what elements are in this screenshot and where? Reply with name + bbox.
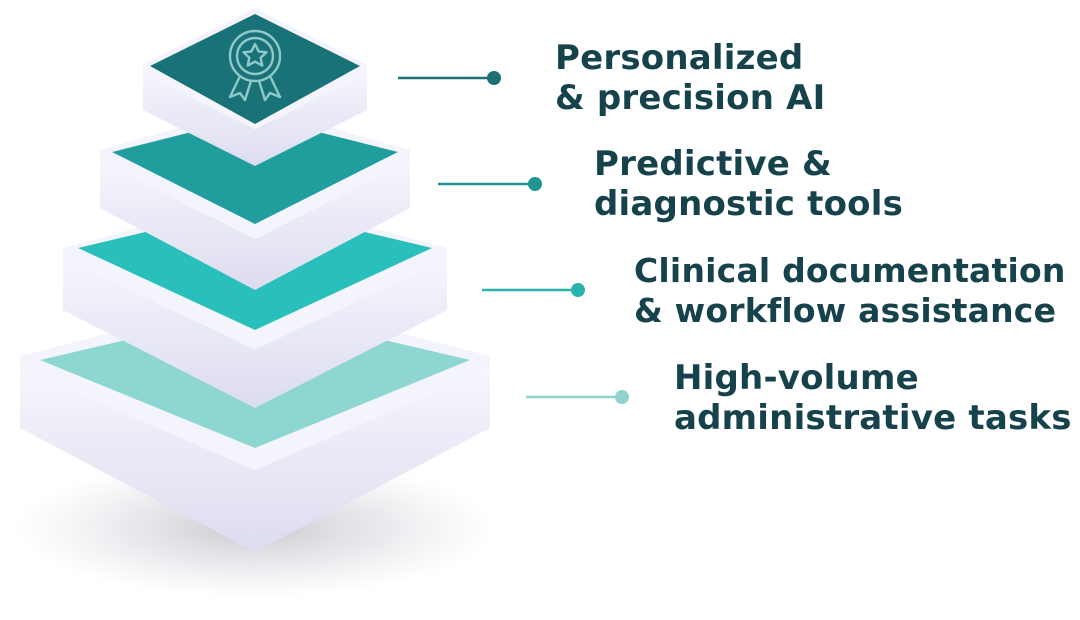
tier-2-label: Predictive & diagnostic tools — [594, 144, 903, 224]
tier-2-label-line2: diagnostic tools — [594, 184, 904, 224]
tier-1-label-line1: Personalized — [555, 38, 804, 78]
slab-4-side — [20, 368, 490, 552]
connector-2 — [438, 177, 542, 191]
slab-1-top — [150, 14, 360, 124]
connector-dot-2 — [528, 177, 542, 191]
connector-4 — [526, 390, 629, 404]
connector-3 — [482, 283, 585, 297]
slab-1-side — [143, 72, 367, 166]
connector-dot-1 — [487, 71, 501, 85]
tier-1-label-line2: & precision AI — [555, 78, 826, 118]
tier-1-label: Personalized & precision AI — [555, 38, 826, 118]
award-ribbon-star-icon — [228, 29, 282, 102]
slab-1 — [143, 8, 367, 166]
tier-4-label-line2: administrative tasks — [674, 398, 1072, 438]
slab-2-side — [100, 160, 410, 290]
tier-3-label-line1: Clinical documentation — [634, 251, 1066, 290]
connector-dot-4 — [615, 390, 629, 404]
slab-2-top — [112, 116, 398, 224]
tier-3-label-line2: & workflow assistance — [634, 291, 1057, 330]
tier-4-label: High-volume administrative tasks — [674, 358, 1072, 438]
slab-3-side — [63, 258, 447, 408]
tier-4-label-line1: High-volume — [674, 358, 919, 398]
slab-2 — [100, 106, 410, 290]
tier-3-label: Clinical documentation & workflow assist… — [634, 251, 1066, 331]
tier-2-label-line1: Predictive & — [594, 144, 832, 184]
connector-1 — [398, 71, 501, 85]
connector-dot-3 — [571, 283, 585, 297]
